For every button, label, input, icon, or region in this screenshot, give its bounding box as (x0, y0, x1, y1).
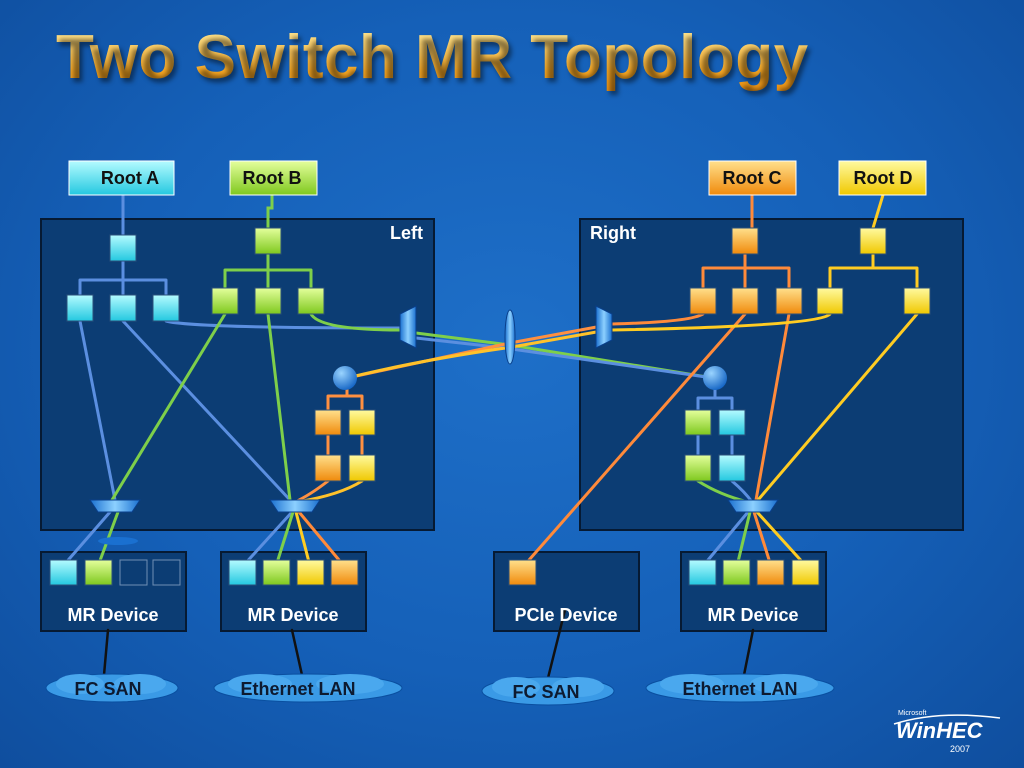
device-function (84, 559, 113, 586)
cloud-ethernet-lan-left: Ethernet LAN (213, 673, 403, 703)
root-b-port-node (211, 287, 239, 315)
left-downstream-port (269, 499, 321, 513)
network-label: Ethernet LAN (682, 679, 797, 699)
left-port-connector (399, 305, 417, 349)
device-label: PCIe Device (514, 605, 617, 625)
winhec-logo: Microsoft WinHEC 2007 (888, 708, 1008, 758)
root-d-label: Root D (854, 168, 913, 188)
root-c-label: Root C (723, 168, 782, 188)
device-label: MR Device (707, 605, 798, 625)
network-label: Ethernet LAN (240, 679, 355, 699)
root-b-box (229, 160, 318, 196)
device-function (722, 559, 751, 586)
root-a-switch-node (109, 234, 137, 262)
root-d-port-node (903, 287, 931, 315)
left-switch-label: Left (390, 223, 423, 243)
root-a-port-node (66, 294, 94, 322)
root-c-switch-node (731, 227, 759, 255)
device-function-empty (152, 559, 181, 586)
device-function (262, 559, 291, 586)
left-fabric-node (348, 409, 376, 436)
right-switch-panel (579, 218, 964, 531)
right-switch-label: Right (590, 223, 636, 243)
right-port-connector (595, 305, 613, 349)
device-function-empty (119, 559, 148, 586)
cloud-fc-san-left: FC SAN (45, 673, 179, 703)
root-a-box (68, 160, 175, 196)
device-function (756, 559, 785, 586)
left-fabric-node (314, 454, 342, 482)
device-function (49, 559, 78, 586)
root-d-port-node (816, 287, 844, 315)
root-b-switch-node (254, 227, 282, 255)
root-a-port-node (109, 294, 137, 322)
cloud-fc-san-right: FC SAN (481, 676, 615, 706)
right-downstream-port (727, 499, 779, 513)
right-fabric-node (684, 409, 712, 436)
left-fabric-node (348, 454, 376, 482)
root-d-switch-node (859, 227, 887, 255)
device-function (508, 559, 537, 586)
root-a-port-node (152, 294, 180, 322)
mr-device-1-panel (40, 551, 187, 632)
logo-name-text: WinHEC (896, 718, 983, 743)
root-c-port-node (775, 287, 803, 315)
nodes (49, 227, 931, 586)
device-function (296, 559, 325, 586)
link-connector (504, 309, 516, 365)
left-downstream-port (89, 499, 141, 513)
logo-microsoft-text: Microsoft (898, 710, 927, 717)
left-fabric-node (314, 409, 342, 436)
right-switch-ball (703, 366, 727, 390)
root-c-port-node (689, 287, 717, 315)
root-a-label: Root A (101, 168, 159, 188)
network-label: FC SAN (513, 682, 580, 702)
device-label: MR Device (247, 605, 338, 625)
root-d-box (838, 160, 927, 196)
port-shadow (98, 537, 138, 545)
root-c-port-node (731, 287, 759, 315)
device-function (688, 559, 717, 586)
cloud-ethernet-lan-right: Ethernet LAN (645, 673, 835, 703)
logo-year-text: 2007 (950, 744, 971, 754)
device-function (228, 559, 257, 586)
left-switch-ball (333, 366, 357, 390)
right-fabric-node (718, 454, 746, 482)
root-b-port-node (254, 287, 282, 315)
root-b-port-node (297, 287, 325, 315)
root-c-box (708, 160, 797, 196)
slide-title: Two Switch MR Topology (56, 23, 809, 92)
device-function (791, 559, 820, 586)
device-function (330, 559, 359, 586)
right-fabric-node (684, 454, 712, 482)
right-fabric-node (718, 409, 746, 436)
left-switch-panel (40, 218, 435, 531)
device-label: MR Device (67, 605, 158, 625)
network-label: FC SAN (75, 679, 142, 699)
root-b-label: Root B (243, 168, 302, 188)
